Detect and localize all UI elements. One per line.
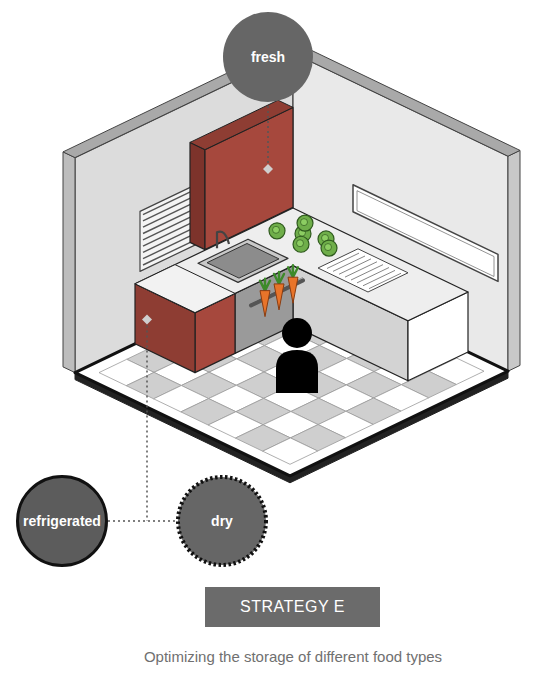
lettuce [273,226,280,233]
refrigerated-circle: refrigerated [16,475,108,567]
circle-shape [18,477,107,566]
carrot [274,284,284,310]
connector [108,521,176,522]
marker-diamond [142,315,152,325]
carrot-leaves [260,279,270,291]
carrot [288,277,298,303]
lettuce [321,240,337,256]
dry-circle: dry [176,475,268,567]
faucet [217,232,229,249]
countertop [135,208,468,321]
sink-basin [207,244,279,279]
node-label: dry [211,513,233,529]
vent-slat [143,234,195,259]
floor-tile [263,438,318,464]
caption: Optimizing the storage of different food… [144,648,442,665]
upper-cabinet-side [190,142,205,249]
person-head [282,318,312,348]
carrot-leaves [288,265,298,277]
node-label: STRATEGY E [240,598,345,616]
circle-shape [223,12,313,102]
circle-shape [178,477,266,565]
carrot [260,291,270,317]
vent-slat [143,209,195,234]
vent-slat [143,190,195,215]
carrot-leaves [274,272,284,284]
wall-end [508,150,520,371]
lettuce [325,244,332,251]
fresh-circle: fresh [223,12,313,102]
lettuce [269,223,285,239]
leader-line [146,326,148,521]
lettuce [297,215,313,231]
vent-slat [143,202,195,227]
lettuce [301,219,308,226]
node-label: refrigerated [23,513,101,529]
connector-line [108,520,176,522]
lettuce [293,236,309,252]
drain-groove [369,273,401,288]
person-body [276,350,318,393]
leader-line [267,106,269,163]
vent-slat [143,215,195,240]
marker-diamond [263,164,273,174]
vent-slat [143,196,195,221]
upper-cabinet-top [190,100,293,149]
strategy-band: STRATEGY E [205,587,380,627]
vent-slat [143,227,195,252]
vent-slat [143,221,195,246]
wall-end [63,152,75,373]
node-label: fresh [251,49,285,65]
lettuce [297,240,304,247]
